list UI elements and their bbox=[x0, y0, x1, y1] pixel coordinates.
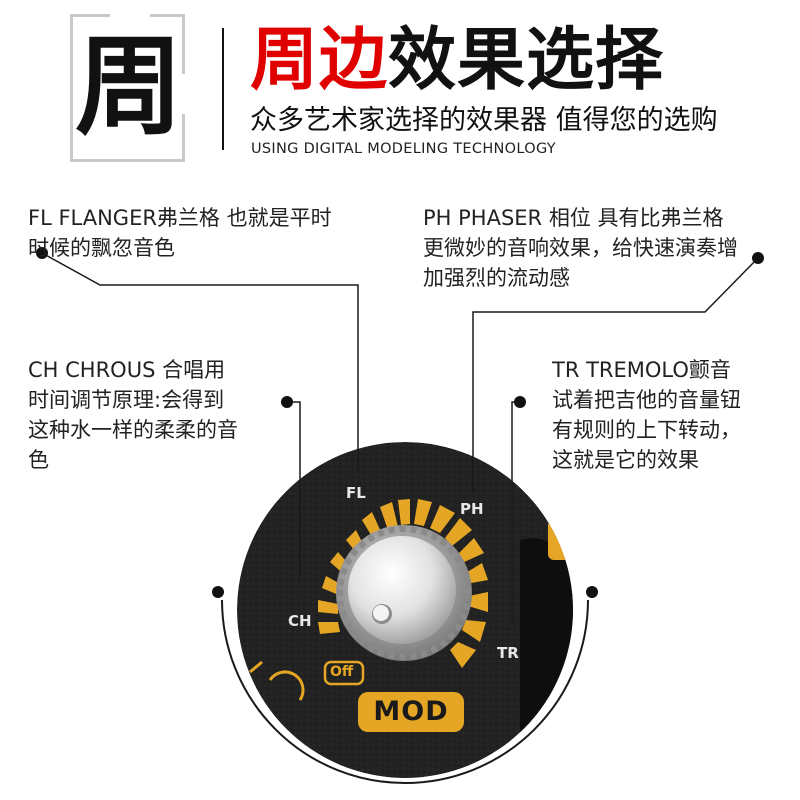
annotation-line: 加强烈的流动感 bbox=[423, 266, 570, 290]
off-badge bbox=[323, 660, 365, 686]
annotation-line: 色 bbox=[28, 448, 49, 472]
annotation-phaser: PH PHASER 相位 具有比弗兰格 更微妙的音响效果，给快速演奏增 加强烈的… bbox=[423, 203, 738, 293]
annotation-line: 更微妙的音响效果，给快速演奏增 bbox=[423, 236, 738, 260]
knob-label-ch: CH bbox=[288, 612, 312, 630]
knob-label-fl: FL bbox=[346, 484, 366, 502]
annotation-flanger: FL FLANGER弗兰格 也就是平时 时候的飘忽音色 bbox=[28, 203, 332, 263]
annotation-tremolo: TR TREMOLO颤音 试着把吉他的音量钮 有规则的上下转动， 这就是它的效果 bbox=[552, 355, 741, 475]
mod-badge: MOD bbox=[358, 692, 464, 732]
title-red-part: 周边 bbox=[250, 21, 389, 100]
effect-knob bbox=[336, 525, 472, 661]
knob-scale bbox=[318, 499, 488, 668]
page-subtitle: 众多艺术家选择的效果器 值得您的选购 bbox=[250, 105, 718, 136]
annotation-chorus: CH CHROUS 合唱用 时间调节原理:会得到 这种水一样的柔柔的音 色 bbox=[28, 355, 238, 475]
page-title: 周边效果选择 bbox=[250, 20, 664, 102]
header-divider bbox=[222, 28, 224, 150]
knob-label-tr: TR bbox=[497, 644, 519, 662]
annotation-line: 这就是它的效果 bbox=[552, 448, 699, 472]
title-big-character: 周 bbox=[74, 25, 183, 150]
outer-arc bbox=[221, 599, 589, 784]
page-tagline: USING DIGITAL MODELING TECHNOLOGY bbox=[251, 141, 556, 157]
title-frame bbox=[70, 14, 185, 162]
annotation-line: 时候的飘忽音色 bbox=[28, 236, 175, 260]
annotation-line: TR TREMOLO颤音 bbox=[552, 358, 731, 382]
knob-label-off: Off bbox=[330, 664, 354, 680]
leader-dots bbox=[36, 247, 764, 598]
annotation-line: 试着把吉他的音量钮 bbox=[552, 388, 741, 412]
annotation-line: FL FLANGER弗兰格 也就是平时 bbox=[28, 206, 332, 230]
annotation-line: CH CHROUS 合唱用 bbox=[28, 358, 226, 382]
annotation-line: 有规则的上下转动， bbox=[552, 418, 741, 442]
annotation-line: 时间调节原理:会得到 bbox=[28, 388, 225, 412]
annotation-line: 这种水一样的柔柔的音 bbox=[28, 418, 238, 442]
title-black-part: 效果选择 bbox=[388, 21, 665, 100]
knob-label-ph: PH bbox=[460, 500, 484, 518]
annotation-line: PH PHASER 相位 具有比弗兰格 bbox=[423, 206, 724, 230]
